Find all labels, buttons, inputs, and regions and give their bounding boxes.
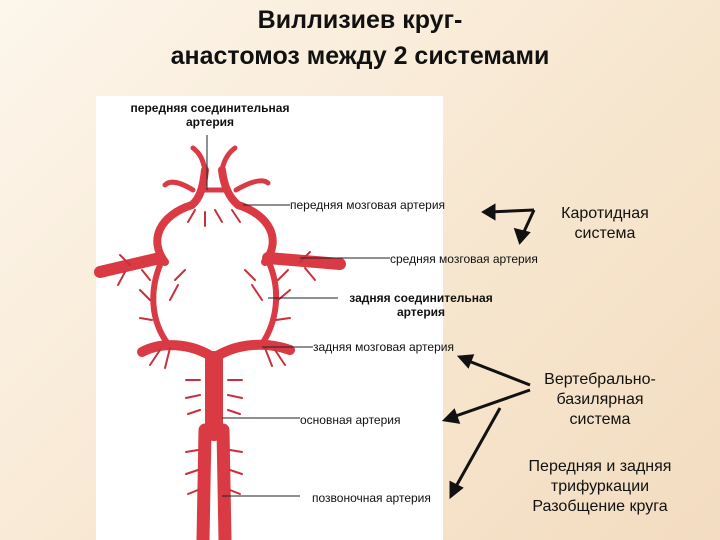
vb-system-label: Вертебрально- базилярная система [525, 370, 675, 430]
pointer-arrows [441, 203, 536, 500]
ica-aca-right [218, 166, 277, 266]
basilar-label: основная артерия [300, 413, 401, 427]
aca-label: передняя мозговая артерия [290, 198, 446, 212]
pcom-label-line1: задняя соединительная [349, 291, 493, 305]
vertebral-label: позвоночная артерия [312, 491, 431, 505]
mca-label: средняя мозговая артерия [390, 252, 538, 266]
slide-subtitle: анастомоз между 2 системами [170, 42, 550, 70]
ica-aca-left [153, 166, 209, 266]
vertebral-right [216, 423, 232, 540]
aca-left-tip [190, 145, 208, 173]
pca-right [209, 339, 295, 363]
slide-title: Виллизиев круг- [257, 6, 463, 34]
mca-right [262, 252, 346, 270]
leader-lines [206, 135, 390, 497]
vb-line2: базилярная [556, 391, 644, 408]
acom-label: передняя соединительная артерия [110, 101, 310, 129]
aca-left-branch [162, 179, 196, 193]
artery-drawing [94, 145, 346, 540]
carotid-arrowhead-left [481, 203, 496, 221]
trifurcation-note: Передняя и задняя трифуркации Разобщение… [505, 457, 695, 517]
pca-left [137, 340, 219, 363]
pcom-right [259, 262, 280, 347]
vertebral-left [196, 423, 212, 540]
carotid-arrow-upper [487, 208, 535, 214]
vb-line3: система [569, 411, 631, 428]
note-line2: трифуркации [550, 478, 650, 495]
carotid-line2: система [574, 225, 636, 242]
vb-arrow-vertebral [452, 407, 502, 491]
carotid-system-label: Каротидная система [545, 204, 665, 244]
aca-right-branch [233, 178, 271, 193]
carotid-line1: Каротидная [561, 205, 649, 222]
vb-arrow-pca [465, 358, 531, 387]
pcom-left [150, 262, 171, 347]
note-line3: Разобщение круга [532, 498, 668, 515]
aca-right-tip [219, 145, 238, 173]
vb-arrow-basilar [449, 388, 531, 420]
note-line1: Передняя и задняя [528, 458, 672, 475]
pcom-label: задняя соединительная артерия [336, 291, 506, 319]
vb-line1: Вертебрально- [544, 371, 656, 388]
acom-label-line1: передняя соединительная [130, 101, 290, 115]
carotid-arrowhead-down [513, 227, 531, 245]
pca-label: задняя мозговая артерия [313, 340, 454, 354]
acom-label-line2: артерия [185, 115, 235, 129]
pcom-label-line2: артерия [396, 305, 446, 319]
